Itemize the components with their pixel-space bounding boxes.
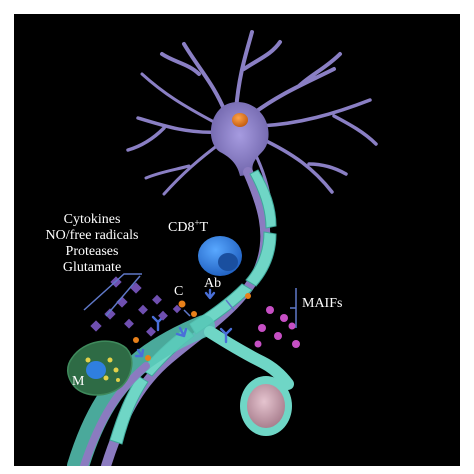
- cd8-label-sup: +: [194, 217, 200, 228]
- maif-dot-icons: [254, 306, 300, 348]
- mediator-label-cytokines: Cytokines: [63, 212, 121, 227]
- terminal-bulb: [247, 384, 285, 428]
- maifs-label: MAIFs: [302, 296, 343, 311]
- cd8-label-suffix: T: [199, 220, 209, 235]
- mediator-diamond-icons: [90, 276, 182, 337]
- axon-branch: [204, 326, 294, 390]
- mediator-label-no-free-radicals: NO/free radicals: [45, 228, 139, 243]
- mediator-label-glutamate: Glutamate: [62, 260, 122, 275]
- leader-lines: [83, 273, 297, 328]
- complement-icons: [133, 293, 251, 361]
- complement-label: C: [174, 284, 184, 299]
- neuron-soma: [210, 101, 269, 176]
- macrophage-icon: [67, 340, 133, 396]
- diagram-graphic: [67, 30, 378, 466]
- antibody-icons: [134, 288, 233, 358]
- neuron-nucleus: [232, 113, 248, 127]
- t-cell-icon: [198, 236, 242, 276]
- mediator-label-proteases: Proteases: [65, 244, 119, 259]
- macrophage-label: M: [72, 374, 85, 389]
- neuron-immune-diagram: Cytokines NO/free radicals Proteases Glu…: [14, 14, 460, 466]
- cd8-label-base: CD8: [168, 220, 195, 235]
- antibody-label: Ab: [204, 276, 222, 291]
- mediators-label: Cytokines NO/free radicals Proteases Glu…: [32, 212, 152, 276]
- cd8-t-cell-label: CD8+T: [168, 217, 209, 236]
